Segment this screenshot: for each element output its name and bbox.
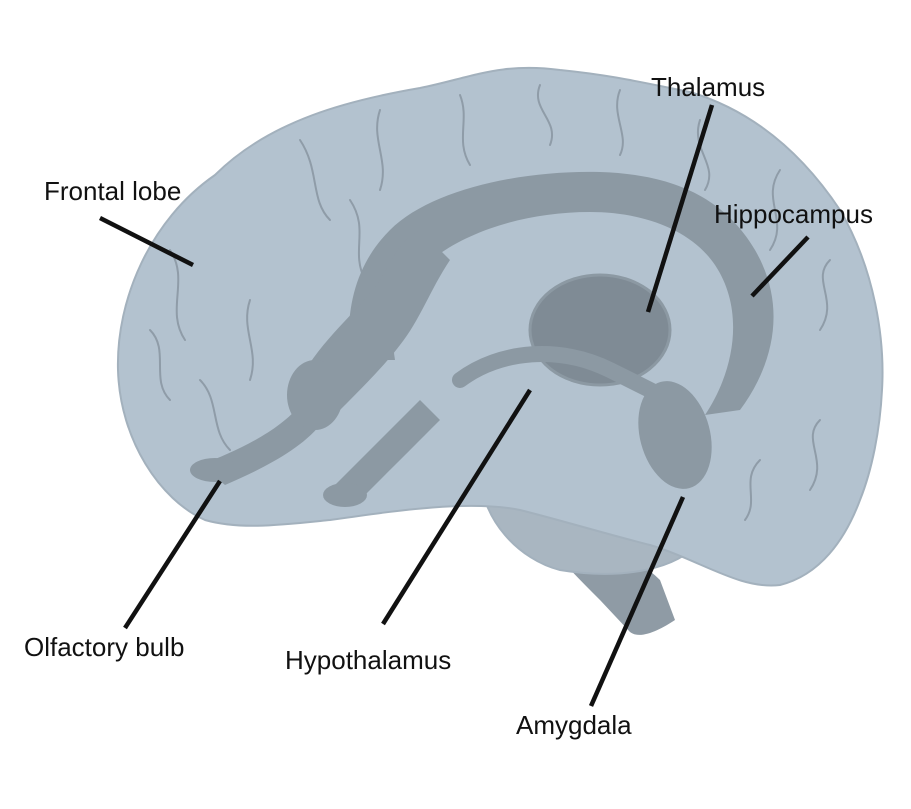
hypothalamus-label: Hypothalamus <box>285 645 452 675</box>
sulci <box>149 84 831 521</box>
olfactory-bulb-label: Olfactory bulb <box>24 632 185 662</box>
leader-lines <box>98 104 810 707</box>
olfactory-bulb-leader <box>123 479 222 630</box>
olfactory-knot <box>287 360 343 430</box>
frontal-lobe-label: Frontal lobe <box>44 176 182 206</box>
thalamus-label: Thalamus <box>651 72 766 102</box>
frontal-lobe-leader <box>98 215 195 268</box>
olfactory-bulb-structure <box>190 458 240 482</box>
amygdala-label: Amygdala <box>516 710 632 740</box>
amygdala-structure <box>638 381 712 489</box>
olfactory-second-tract <box>330 400 440 505</box>
hippocampus-label: Hippocampus <box>714 199 873 229</box>
cingulate-body <box>300 230 450 410</box>
hypothalamus-leader <box>381 388 532 626</box>
thalamus-leader <box>645 104 715 313</box>
limbic-ring <box>348 171 774 415</box>
olfactory-second-bulb <box>323 483 367 507</box>
amygdala-leader <box>588 496 686 707</box>
hippocampus-leader <box>750 235 810 298</box>
